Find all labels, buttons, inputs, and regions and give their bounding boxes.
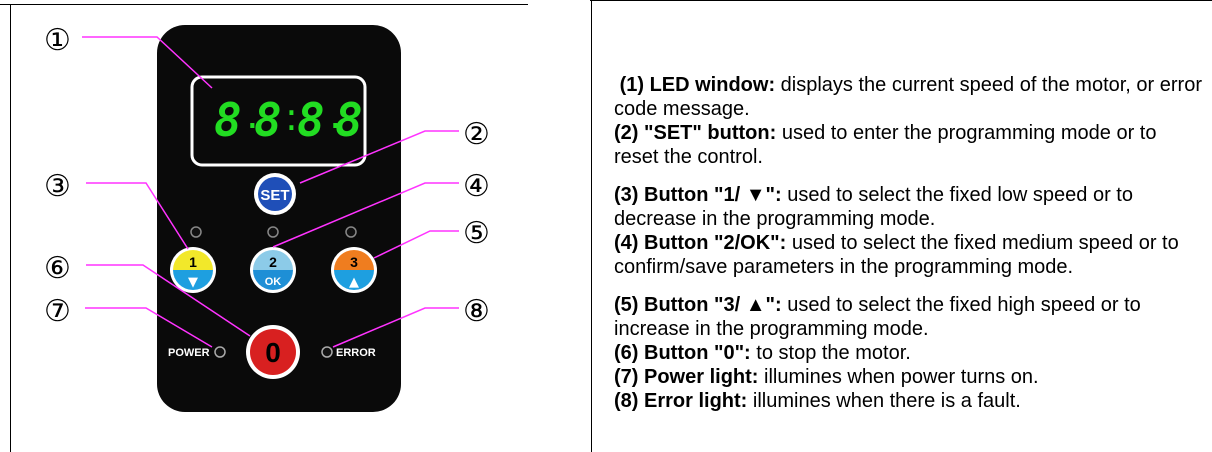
description-5-text: used to select the fixed high speed or t…: [614, 294, 1141, 340]
table-border-top-right: [590, 0, 1212, 1]
button-0-stop[interactable]: 0: [246, 325, 300, 379]
description-3: (3) Button "1/ ▼": used to select the fi…: [614, 183, 1204, 231]
button-3-up[interactable]: 3 ▲: [331, 247, 377, 293]
table-border-left: [10, 4, 11, 452]
description-8: (8) Error light: illumines when there is…: [614, 389, 1204, 413]
callout-6: ⑥: [44, 251, 71, 286]
description-1: (1) LED window: displays the current spe…: [614, 73, 1204, 121]
led-digit-3: 8: [297, 93, 325, 147]
leader-7: [85, 307, 213, 348]
leader-5: [373, 230, 459, 259]
down-arrow-icon: ▼: [188, 275, 198, 290]
description-6: (6) Button "0": to stop the motor.: [614, 341, 1204, 365]
table-border-top-left: [0, 4, 528, 5]
description-2: (2) "SET" button: used to enter the prog…: [614, 121, 1204, 169]
description-7-title: (7) Power light:: [614, 366, 759, 388]
error-label: ERROR: [336, 347, 376, 359]
description-5-title: (5) Button "3/ ▲":: [614, 294, 782, 316]
table-column-divider: [591, 0, 592, 452]
description-4-text: used to select the fixed medium speed or…: [614, 232, 1179, 278]
leader-6: [86, 264, 251, 337]
description-list: (1) LED window: displays the current spe…: [614, 73, 1204, 413]
led-dot-2: .: [329, 92, 342, 138]
leader-lines: [82, 36, 459, 348]
description-7-text: illumines when power turns on.: [758, 366, 1039, 388]
leader-3: [86, 182, 189, 250]
description-7: (7) Power light: illumines when power tu…: [614, 365, 1204, 389]
set-button[interactable]: SET: [254, 173, 296, 215]
power-label: POWER: [168, 347, 210, 359]
callout-8: ⑧: [463, 294, 490, 329]
button-1-label: 1: [189, 254, 197, 270]
leader-2: [299, 130, 459, 184]
up-arrow-icon: ▲: [349, 275, 359, 290]
description-8-text: illumines when there is a fault.: [747, 390, 1021, 412]
leader-4: [272, 182, 459, 248]
speed-2-led: [267, 226, 279, 238]
control-panel-diagram: 8 . 8 : 8 . 8 SET 1 ▼ 2 OK 3 ▲: [44, 23, 490, 412]
description-3-text: used to select the fixed low speed or to…: [614, 184, 1133, 230]
description-3-title: (3) Button "1/ ▼":: [614, 184, 782, 206]
set-button-label: SET: [260, 187, 289, 204]
led-digit-4: 8: [335, 93, 363, 147]
led-colon: :: [285, 95, 298, 139]
button-1-down[interactable]: 1 ▼: [170, 247, 216, 293]
speed-3-led: [345, 226, 357, 238]
description-6-title: (6) Button "0":: [614, 342, 751, 364]
led-dot-1: .: [246, 92, 259, 138]
button-0-label: 0: [265, 337, 281, 368]
description-5: (5) Button "3/ ▲": used to select the fi…: [614, 293, 1204, 341]
callout-2: ②: [463, 117, 490, 152]
led-digit-2: 8: [254, 93, 282, 147]
button-2-ok[interactable]: 2 OK: [250, 247, 296, 293]
leader-1: [82, 36, 213, 89]
error-light: [321, 346, 333, 358]
power-light: [214, 346, 226, 358]
callout-1: ①: [44, 23, 71, 58]
description-4-title: (4) Button "2/OK":: [614, 232, 787, 254]
speed-1-led: [190, 226, 202, 238]
description-1-title: (1) LED window:: [619, 74, 776, 96]
callout-3: ③: [44, 169, 71, 204]
callout-7: ⑦: [44, 294, 71, 329]
description-1-text: displays the current speed of the motor,…: [614, 74, 1202, 120]
button-2-label: 2: [269, 254, 277, 270]
description-8-title: (8) Error light:: [614, 390, 748, 412]
button-2-ok-label: OK: [265, 276, 282, 288]
led-digit-1: 8: [214, 93, 242, 147]
description-6-text: to stop the motor.: [750, 342, 911, 364]
description-2-text: used to enter the programming mode or to…: [614, 122, 1157, 168]
button-3-label: 3: [350, 254, 358, 270]
callout-4: ④: [463, 169, 490, 204]
callout-5: ⑤: [463, 216, 490, 251]
description-4: (4) Button "2/OK": used to select the fi…: [614, 231, 1204, 279]
led-window: [190, 75, 367, 167]
description-2-title: (2) "SET" button:: [614, 122, 777, 144]
leader-8: [332, 307, 459, 348]
